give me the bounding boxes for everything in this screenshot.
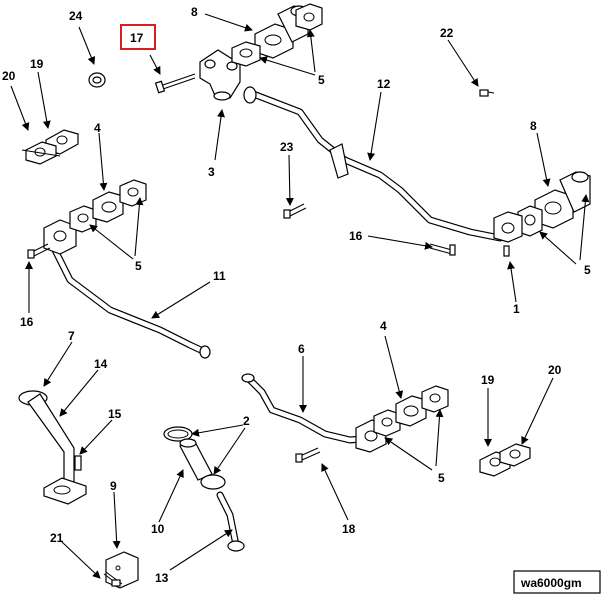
pipe-12-end-flange: [493, 211, 523, 243]
gasket-5-top-right: [295, 3, 323, 31]
gasket-20-top: [21, 141, 61, 165]
callout-6: 6: [298, 342, 305, 356]
callout-4-mid: 4: [94, 121, 101, 135]
callout-17-highlight: [120, 24, 156, 50]
callout-22: 22: [440, 26, 454, 40]
callout-4-low: 4: [380, 319, 387, 333]
leader-lines: [10, 13, 590, 579]
washer-24: [88, 72, 106, 88]
callout-labels: 17 24 8 5 22 12 20 19 8 3 23 4 5 16 5 1 …: [2, 5, 591, 585]
plate-9: [105, 551, 139, 589]
callout-5-low: 5: [438, 471, 445, 485]
gasket-5-mid-a: [69, 205, 97, 233]
bolt-1: [503, 245, 510, 257]
bolt-16-right: [429, 243, 456, 256]
callout-12: 12: [377, 77, 391, 91]
callout-2: 2: [243, 414, 250, 428]
flange-4-mid: [92, 191, 124, 223]
bolt-16-left: [27, 243, 51, 259]
callout-8-right: 8: [530, 119, 537, 133]
callout-19-top: 19: [30, 57, 44, 71]
callout-3: 3: [208, 165, 215, 179]
gasket-20-low: [499, 443, 531, 467]
callout-5-top: 5: [318, 73, 325, 87]
bolt-17: [154, 73, 196, 94]
gasket-5-low-b: [421, 385, 449, 413]
bolt-22: [479, 89, 495, 97]
callout-17: 17: [130, 31, 144, 45]
callout-16-left: 16: [20, 315, 34, 329]
pipe-6: [241, 373, 376, 444]
callout-1: 1: [513, 302, 520, 316]
callout-10: 10: [151, 522, 165, 536]
callout-16-mid: 16: [349, 229, 363, 243]
callout-7: 7: [68, 329, 75, 343]
callout-20-low: 20: [548, 363, 562, 377]
bolt-18: [295, 447, 321, 463]
tube-13: [216, 491, 245, 552]
callout-23: 23: [280, 140, 294, 154]
callout-5-right: 5: [584, 263, 591, 277]
callout-20-top: 20: [2, 69, 16, 83]
callout-5-mid: 5: [135, 259, 142, 273]
callout-9: 9: [110, 479, 117, 493]
hose-10: [179, 438, 213, 481]
callout-21: 21: [50, 531, 64, 545]
gasket-5-top-left: [231, 41, 261, 67]
gasket-5-mid-b: [119, 179, 147, 207]
clamp-2-bottom: [200, 474, 226, 490]
bolt-23: [283, 203, 307, 219]
callout-18: 18: [342, 522, 356, 536]
callout-13: 13: [155, 571, 169, 585]
pipe-12: [244, 88, 504, 242]
figure-id: wa6000gm: [520, 576, 582, 590]
flange-4-low: [395, 395, 427, 427]
callout-14: 14: [94, 357, 108, 371]
callout-15: 15: [108, 407, 122, 421]
callout-19-low: 19: [481, 373, 495, 387]
gasket-5-low-a: [373, 409, 401, 437]
tube-14: [27, 393, 87, 505]
flange-8-right: [534, 171, 591, 229]
figure-id-box: wa6000gm: [513, 570, 601, 594]
bolt-21: [103, 571, 123, 587]
pipe-11: [51, 246, 211, 359]
callout-11: 11: [213, 269, 226, 283]
elbow-3: [199, 49, 257, 104]
callout-8-top: 8: [191, 5, 198, 19]
pipe-11-flange: [43, 219, 77, 255]
callout-24: 24: [69, 9, 83, 23]
bolt-15: [74, 455, 82, 471]
